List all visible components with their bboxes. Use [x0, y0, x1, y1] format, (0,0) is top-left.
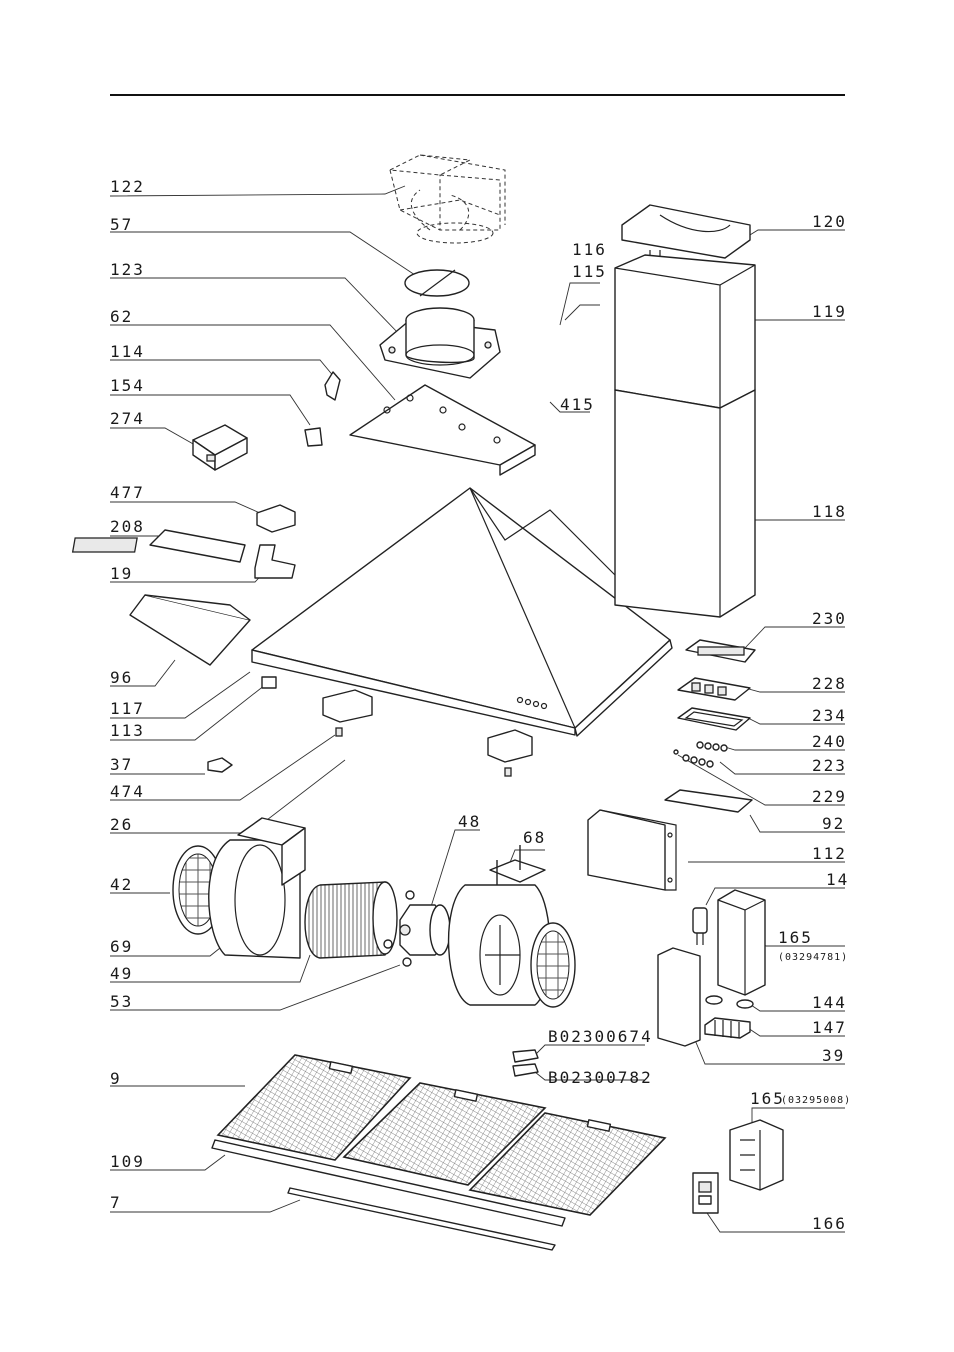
label-165b: 165: [750, 1089, 785, 1108]
label-230: 230: [812, 609, 847, 628]
label-165-code: (03294781): [778, 952, 849, 963]
label-68: 68: [523, 828, 547, 847]
label-48: 48: [458, 812, 482, 831]
part-113-button: [261, 676, 277, 689]
label-234: 234: [812, 706, 847, 725]
label-123: 123: [110, 260, 145, 279]
label-118: 118: [812, 502, 847, 521]
part-49-fan-wheel: [304, 881, 398, 959]
part-120-chimney-bracket: [621, 204, 751, 278]
part-230-control-panel: [685, 639, 756, 663]
label-223: 223: [812, 756, 847, 775]
label-228: 228: [812, 674, 847, 693]
label-57: 57: [110, 215, 134, 234]
label-109: 109: [110, 1152, 145, 1171]
part-96-cover-plate: [129, 594, 251, 666]
label-165b-code: (03295008): [781, 1095, 852, 1106]
part-7-strip: [287, 1187, 556, 1251]
part-92-label-plate: [664, 789, 753, 813]
label-7: 7: [110, 1193, 122, 1212]
label-96: 96: [110, 668, 134, 687]
part-165b-bracket: [729, 1119, 784, 1191]
part-154-clip: [304, 427, 323, 447]
label-274: 274: [110, 409, 145, 428]
label-117: 117: [110, 699, 145, 718]
part-114-clip: [324, 371, 341, 401]
part-53-nuts: [383, 890, 415, 967]
part-123-outlet-flange: [379, 307, 501, 379]
label-154: 154: [110, 376, 145, 395]
part-122-duct-dashed: [388, 154, 506, 244]
part-223-buttons: [682, 754, 714, 768]
hood-body: [251, 487, 673, 737]
label-49: 49: [110, 964, 134, 983]
label-b02300674: B02300674: [548, 1027, 653, 1046]
label-19: 19: [110, 564, 134, 583]
part-42b-inlet-grill: [530, 922, 576, 1008]
label-165: 165: [778, 928, 813, 947]
label-39: 39: [822, 1046, 846, 1065]
part-474-lamp-boxes: [322, 689, 533, 777]
label-474: 474: [110, 782, 145, 801]
part-112-cover: [587, 809, 677, 891]
label-144: 144: [812, 993, 847, 1012]
part-240-buttons: [696, 741, 728, 752]
label-415: 415: [560, 395, 595, 414]
label-9: 9: [110, 1069, 122, 1088]
label-116: 116: [572, 240, 607, 259]
label-166: 166: [812, 1214, 847, 1233]
part-119-upper-chimney: [614, 254, 756, 409]
label-53: 53: [110, 992, 134, 1011]
part-37-lamp-holder: [207, 757, 233, 773]
label-113: 113: [110, 721, 145, 740]
part-39-plate: [657, 947, 701, 1047]
part-118-lower-chimney: [614, 389, 756, 618]
part-165-housing: [717, 889, 766, 996]
label-b02300782: B02300782: [548, 1068, 653, 1087]
part-62-motor-support-plate: [349, 384, 536, 476]
label-62: 62: [110, 307, 134, 326]
label-114: 114: [110, 342, 145, 361]
part-14-capacitor: [692, 907, 708, 945]
label-42: 42: [110, 875, 134, 894]
label-122: 122: [110, 177, 145, 196]
part-57-damper-disk: [404, 269, 470, 297]
part-234-frame: [677, 707, 751, 731]
part-166-switch: [692, 1172, 719, 1214]
label-240: 240: [812, 732, 847, 751]
label-37: 37: [110, 755, 134, 774]
label-208: 208: [110, 517, 145, 536]
part-144-clips: [705, 995, 754, 1009]
label-14: 14: [826, 870, 850, 889]
label-477: 477: [110, 483, 145, 502]
part-19-bracket: [254, 544, 296, 579]
label-112: 112: [812, 844, 847, 863]
part-9-grease-filters: [216, 1054, 667, 1216]
part-229-led: [673, 749, 679, 755]
part-274-terminal-box: [192, 424, 248, 471]
label-92: 92: [822, 814, 846, 833]
part-228-pcb: [677, 677, 751, 701]
label-120: 120: [812, 212, 847, 231]
label-119: 119: [812, 302, 847, 321]
part-477-cover: [256, 504, 296, 533]
part-cables: [512, 1049, 539, 1077]
part-69-scroll-housing: [208, 817, 306, 959]
part-208-transformer: [71, 529, 246, 563]
label-147: 147: [812, 1018, 847, 1037]
label-115: 115: [572, 262, 607, 281]
part-68-scroll-housing: [447, 845, 551, 1006]
label-229: 229: [812, 787, 847, 806]
part-109-strip: [211, 1139, 566, 1227]
label-69: 69: [110, 937, 134, 956]
part-48-motor: [399, 904, 451, 956]
part-147-terminal-block: [704, 1017, 751, 1039]
label-26: 26: [110, 815, 134, 834]
